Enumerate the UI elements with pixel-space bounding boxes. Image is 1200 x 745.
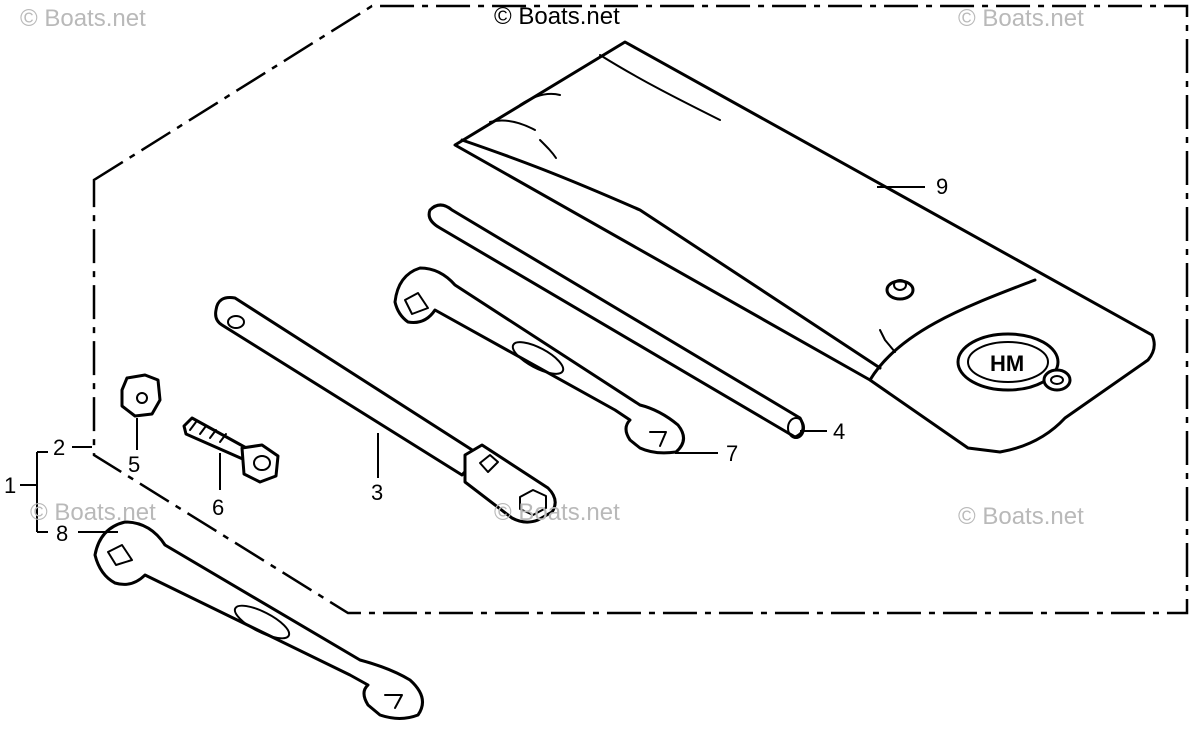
watermark-top-left: © Boats.net <box>20 5 146 32</box>
nut-part-5[interactable] <box>120 373 162 418</box>
leader-lines <box>20 186 925 533</box>
callout-4: 4 <box>833 419 845 444</box>
callout-1: 1 <box>4 473 16 498</box>
callout-8: 8 <box>56 521 68 546</box>
watermark-top-center: © Boats.net <box>494 3 620 30</box>
tool-bag-part-9[interactable]: HM <box>453 40 1156 454</box>
watermark-mid-right: © Boats.net <box>958 503 1084 530</box>
watermark-top-right: © Boats.net <box>958 5 1084 32</box>
callout-5: 5 <box>128 452 140 477</box>
wrench-logo-icon <box>511 341 565 375</box>
watermark-mid-center: © Boats.net <box>494 499 620 526</box>
callout-6: 6 <box>212 495 224 520</box>
kit-boundary-dashed-line <box>92 4 1189 615</box>
plug-socket-wrench-part-3[interactable] <box>214 296 557 524</box>
callout-9: 9 <box>936 174 948 199</box>
wrench-part-7[interactable] <box>393 266 685 455</box>
callout-7: 7 <box>726 441 738 466</box>
watermark-mid-left: © Boats.net <box>30 499 156 526</box>
bag-button-icon <box>1042 368 1072 392</box>
bag-logo-text: HM <box>990 351 1024 376</box>
callout-2: 2 <box>53 435 65 460</box>
wrench-part-8[interactable] <box>93 520 424 720</box>
socket-hex-icon <box>519 489 547 516</box>
tommy-bar-part-4[interactable] <box>427 203 805 439</box>
wrench-logo-icon <box>233 604 291 640</box>
bag-logo-oval-icon <box>956 332 1060 392</box>
callout-3: 3 <box>371 480 383 505</box>
bolt-part-6[interactable] <box>182 416 280 484</box>
